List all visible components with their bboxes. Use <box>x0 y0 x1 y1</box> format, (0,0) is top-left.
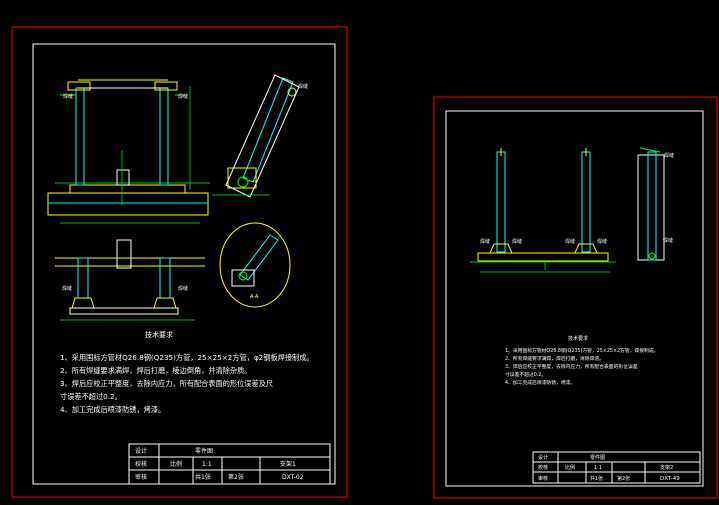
note-line-2: 2、所有焊缝要求满焊，焊后打磨，棱边倒角，并清除杂质。 <box>60 366 251 375</box>
tb-designer-label: 设计 <box>538 454 548 461</box>
tb-scale-label: 比例 <box>170 460 182 468</box>
tb-drawing-type: 零件图 <box>195 447 213 455</box>
weld-label: 焊缝 <box>664 152 674 159</box>
notes-title: 技术要求 <box>568 335 588 342</box>
weld-label: 焊缝 <box>565 238 575 245</box>
note-line-2: 2、所有焊缝要求满焊，焊后打磨，清除焊渣。 <box>505 355 604 362</box>
note-line-5: 4、加工完成后喷漆防锈，烤漆。 <box>60 405 165 414</box>
weld-label: 焊缝 <box>663 237 673 244</box>
weld-label: 焊缝 <box>178 93 188 100</box>
sheet-1-title-block: 设计 零件图 校核 比例 1:1 支架1 审核 共1张 第2张 DXT-02 <box>128 443 331 485</box>
tb-sheet-count: 共1张 <box>590 475 603 482</box>
tb-approver-label: 审核 <box>538 475 548 482</box>
tb-scale-value: 1:1 <box>594 465 602 471</box>
tb-sheet-number: 第2张 <box>228 473 244 481</box>
sheet-1-outer-border <box>11 26 348 498</box>
tb-designer-label: 设计 <box>135 447 147 455</box>
sheet-2: 焊缝 焊缝 焊缝 焊缝 焊缝 焊缝 技术要求 1、采用国标方管材Q26.8钢(Q… <box>433 96 718 499</box>
tb-part-name: 支架1 <box>280 460 296 468</box>
weld-label: 焊缝 <box>597 238 607 245</box>
note-line-1: 1、采用国标方管材Q26.8钢(Q235)方管，25×25×2方管，焊接制成。 <box>505 347 658 354</box>
weld-label: 焊缝 <box>298 83 308 90</box>
tb-approver-label: 审核 <box>135 473 147 481</box>
tb-sheet-count: 共1张 <box>195 473 211 481</box>
note-line-4: 寸误差不超过0.2。 <box>505 371 546 378</box>
note-line-4: 寸误差不超过0.2。 <box>60 392 122 401</box>
weld-label: 焊缝 <box>62 285 72 292</box>
tb-scale-value: 1:1 <box>202 461 212 468</box>
notes-title: 技术要求 <box>145 330 173 339</box>
tb-drawing-number: DXT-49 <box>660 476 680 482</box>
sheet-1-detail-view: A-A <box>219 222 291 308</box>
sheet-2-side-view: 焊缝 焊缝 <box>637 147 674 261</box>
section-label: A-A <box>250 294 259 300</box>
tb-drawing-number: DXT-02 <box>282 474 304 481</box>
weld-label: 焊缝 <box>480 238 490 245</box>
sheet-2-outer-border <box>433 96 718 499</box>
note-line-3: 3、焊后应校正平整度，去除内应力，所有配合表面的形位误差及尺 <box>60 379 273 388</box>
note-line-1: 1、采用国标方管材Q26.8钢(Q235)方管，25×25×2方管，φ2钢板焊接… <box>60 353 314 362</box>
tb-part-name: 支架2 <box>660 464 673 471</box>
sheet-1-front-view: 焊缝 焊缝 <box>47 79 210 224</box>
tb-sheet-number: 第2张 <box>617 475 630 482</box>
tb-drawing-type: 零件图 <box>590 454 605 461</box>
sheet-2-front-view: 焊缝 焊缝 焊缝 焊缝 <box>470 148 616 273</box>
tb-checker-label: 校核 <box>135 460 147 468</box>
sheet-1: 焊缝 焊缝 焊缝 焊缝 焊缝 <box>11 26 348 498</box>
sheet-2-title-block: 设计 零件图 校核 比例 1:1 支架2 审核 共1张 第2张 DXT-49 <box>532 451 701 484</box>
tb-scale-label: 比例 <box>565 464 575 471</box>
sheet-1-side-view: 焊缝 <box>212 74 308 198</box>
sheet-2-inner-border <box>445 110 704 487</box>
weld-label: 焊缝 <box>512 238 522 245</box>
note-line-3: 3、焊后应校正平整度，去除内应力，所有配合表面的形位误差 <box>505 363 638 370</box>
weld-label: 焊缝 <box>178 285 188 292</box>
tb-checker-label: 校核 <box>538 464 548 471</box>
note-line-5: 4、加工完成后喷漆防锈，烤漆。 <box>505 379 575 386</box>
weld-label: 焊缝 <box>63 93 73 100</box>
sheet-1-top-view: 焊缝 焊缝 <box>55 239 205 321</box>
